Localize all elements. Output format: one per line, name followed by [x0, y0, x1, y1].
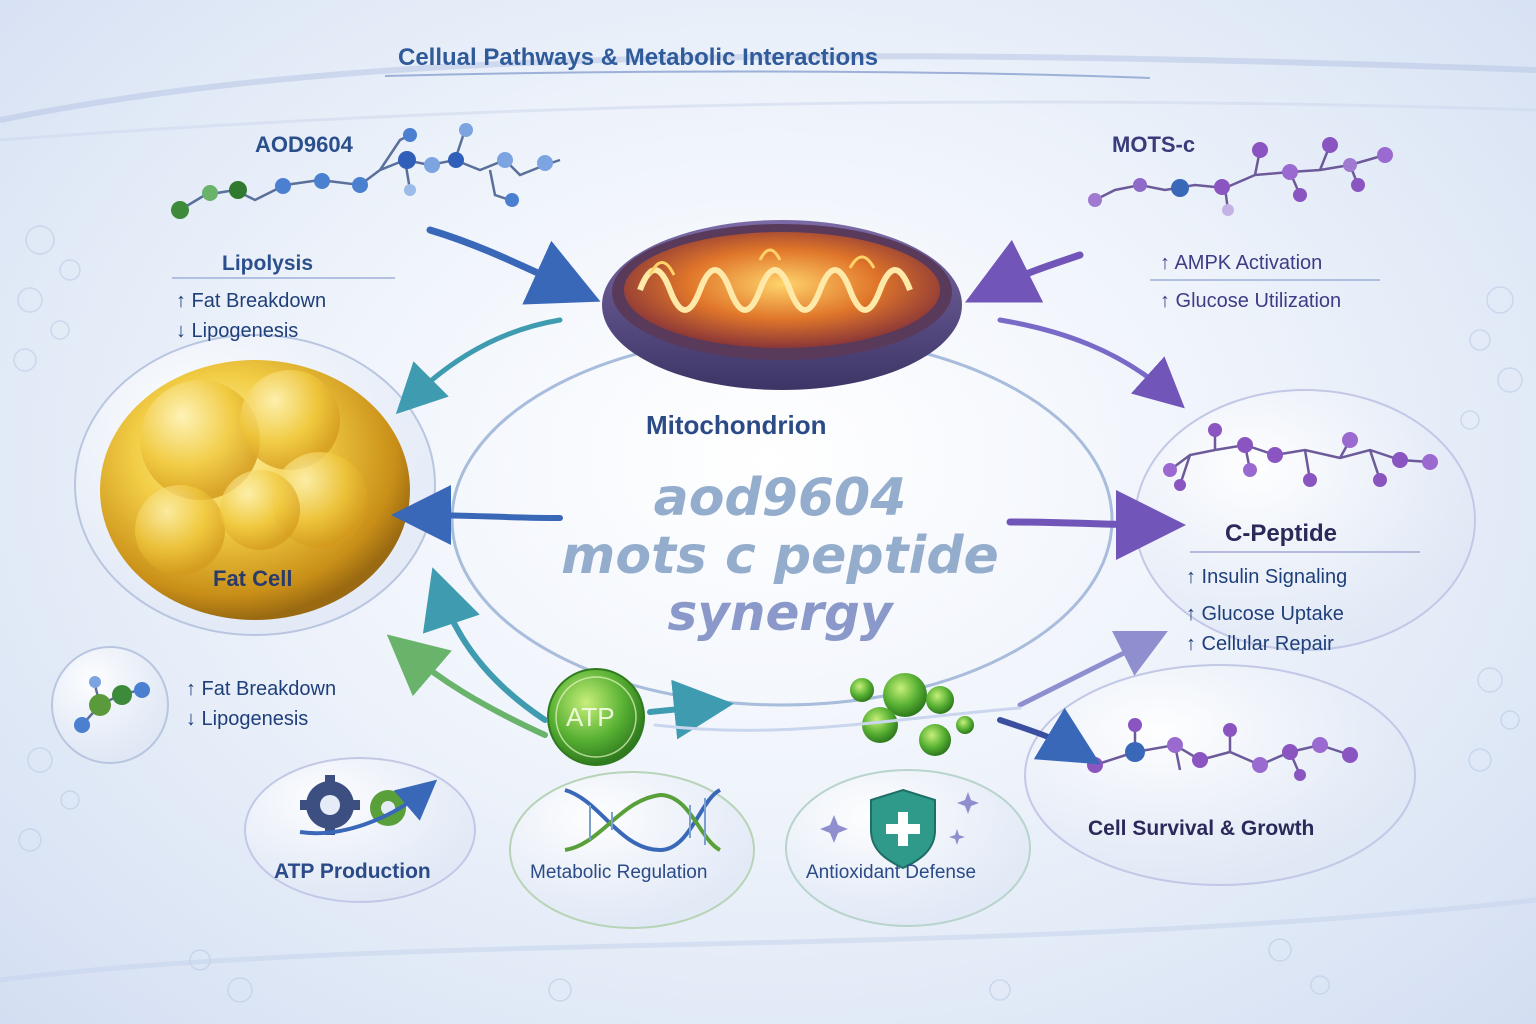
arrow-to-cell-survival: [997, 707, 1101, 765]
atp-badge: [547, 668, 645, 766]
c-peptide-effect-3: ↑ Cellular Repair: [1186, 633, 1334, 655]
atp-production-label: ATP Production: [274, 860, 431, 883]
mots-c-label: MOTS-c: [1112, 132, 1196, 157]
arrow-mots-to-mito: [964, 239, 1084, 303]
fat-effect-1: ↑ Fat Breakdown: [186, 678, 337, 700]
shield-icon: [785, 769, 1031, 927]
headline-line-1: aod9604: [653, 468, 907, 528]
fat-cell-label: Fat Cell: [213, 566, 293, 591]
aod9604-molecule-icon: [171, 123, 561, 219]
pathway-arrows: [386, 226, 1186, 765]
mitochondrion-icon: [602, 220, 962, 390]
cell-survival-label: Cell Survival & Growth: [1088, 817, 1315, 840]
lipolysis-title: Lipolysis: [222, 252, 314, 275]
arrow-mito-to-cpeptide: [997, 317, 1185, 409]
arrow-mito-to-fat: [395, 317, 563, 415]
fat-effect-2: ↓ Lipogenesis: [186, 708, 309, 730]
arrow-center-to-cpeptide: [1006, 489, 1186, 560]
fat-cell-icon: [74, 334, 436, 636]
dna-icon: [509, 771, 755, 929]
atp-badge-label: ATP: [566, 702, 615, 732]
cell-survival-molecule-icon: [1024, 664, 1416, 886]
molecule-bubble-icon: [51, 646, 169, 764]
c-peptide-molecule-icon: [1134, 389, 1476, 651]
antioxidant-molecules-icon: [850, 673, 974, 756]
connector-atp-antioxidant: [653, 706, 1022, 732]
c-peptide-effect-1: ↑ Insulin Signaling: [1186, 566, 1348, 588]
antioxidant-defense-label: Antioxidant Defense: [806, 862, 977, 883]
arrow-atp-to-fat-green: [386, 634, 548, 738]
headline-line-2: mots c peptide: [561, 526, 999, 586]
arrow-to-cpeptide: [1017, 631, 1168, 708]
title-underline: [384, 70, 1151, 79]
aod-effect-1: ↑ Fat Breakdown: [176, 290, 327, 312]
arrow-center-to-fat: [391, 485, 563, 546]
arrow-atp-to-fat: [422, 567, 548, 723]
c-peptide-effect-2: ↑ Glucose Uptake: [1186, 603, 1344, 625]
aod9604-label: AOD9604: [255, 132, 353, 157]
arrow-atp-to-antioxidant: [647, 679, 734, 740]
mots-effect-1: ↑ AMPK Activation: [1160, 252, 1323, 274]
headline-line-3: synergy: [667, 584, 893, 642]
background-decor: [0, 53, 1536, 1003]
page-title: Cellual Pathways & Metabolic Interaction…: [398, 44, 879, 71]
arrow-aod-to-mito: [426, 226, 601, 305]
c-peptide-label: C-Peptide: [1225, 520, 1338, 547]
mitochondrion-label: Mitochondrion: [646, 410, 827, 440]
metabolic-regulation-label: Metabolic Regulation: [530, 862, 708, 883]
mots-effect-2: ↑ Glucose Utilization: [1160, 290, 1342, 312]
mots-c-molecule-icon: [1088, 137, 1393, 216]
aod-effect-2: ↓ Lipogenesis: [176, 320, 299, 342]
atp-production-gear-icon: [244, 757, 476, 903]
